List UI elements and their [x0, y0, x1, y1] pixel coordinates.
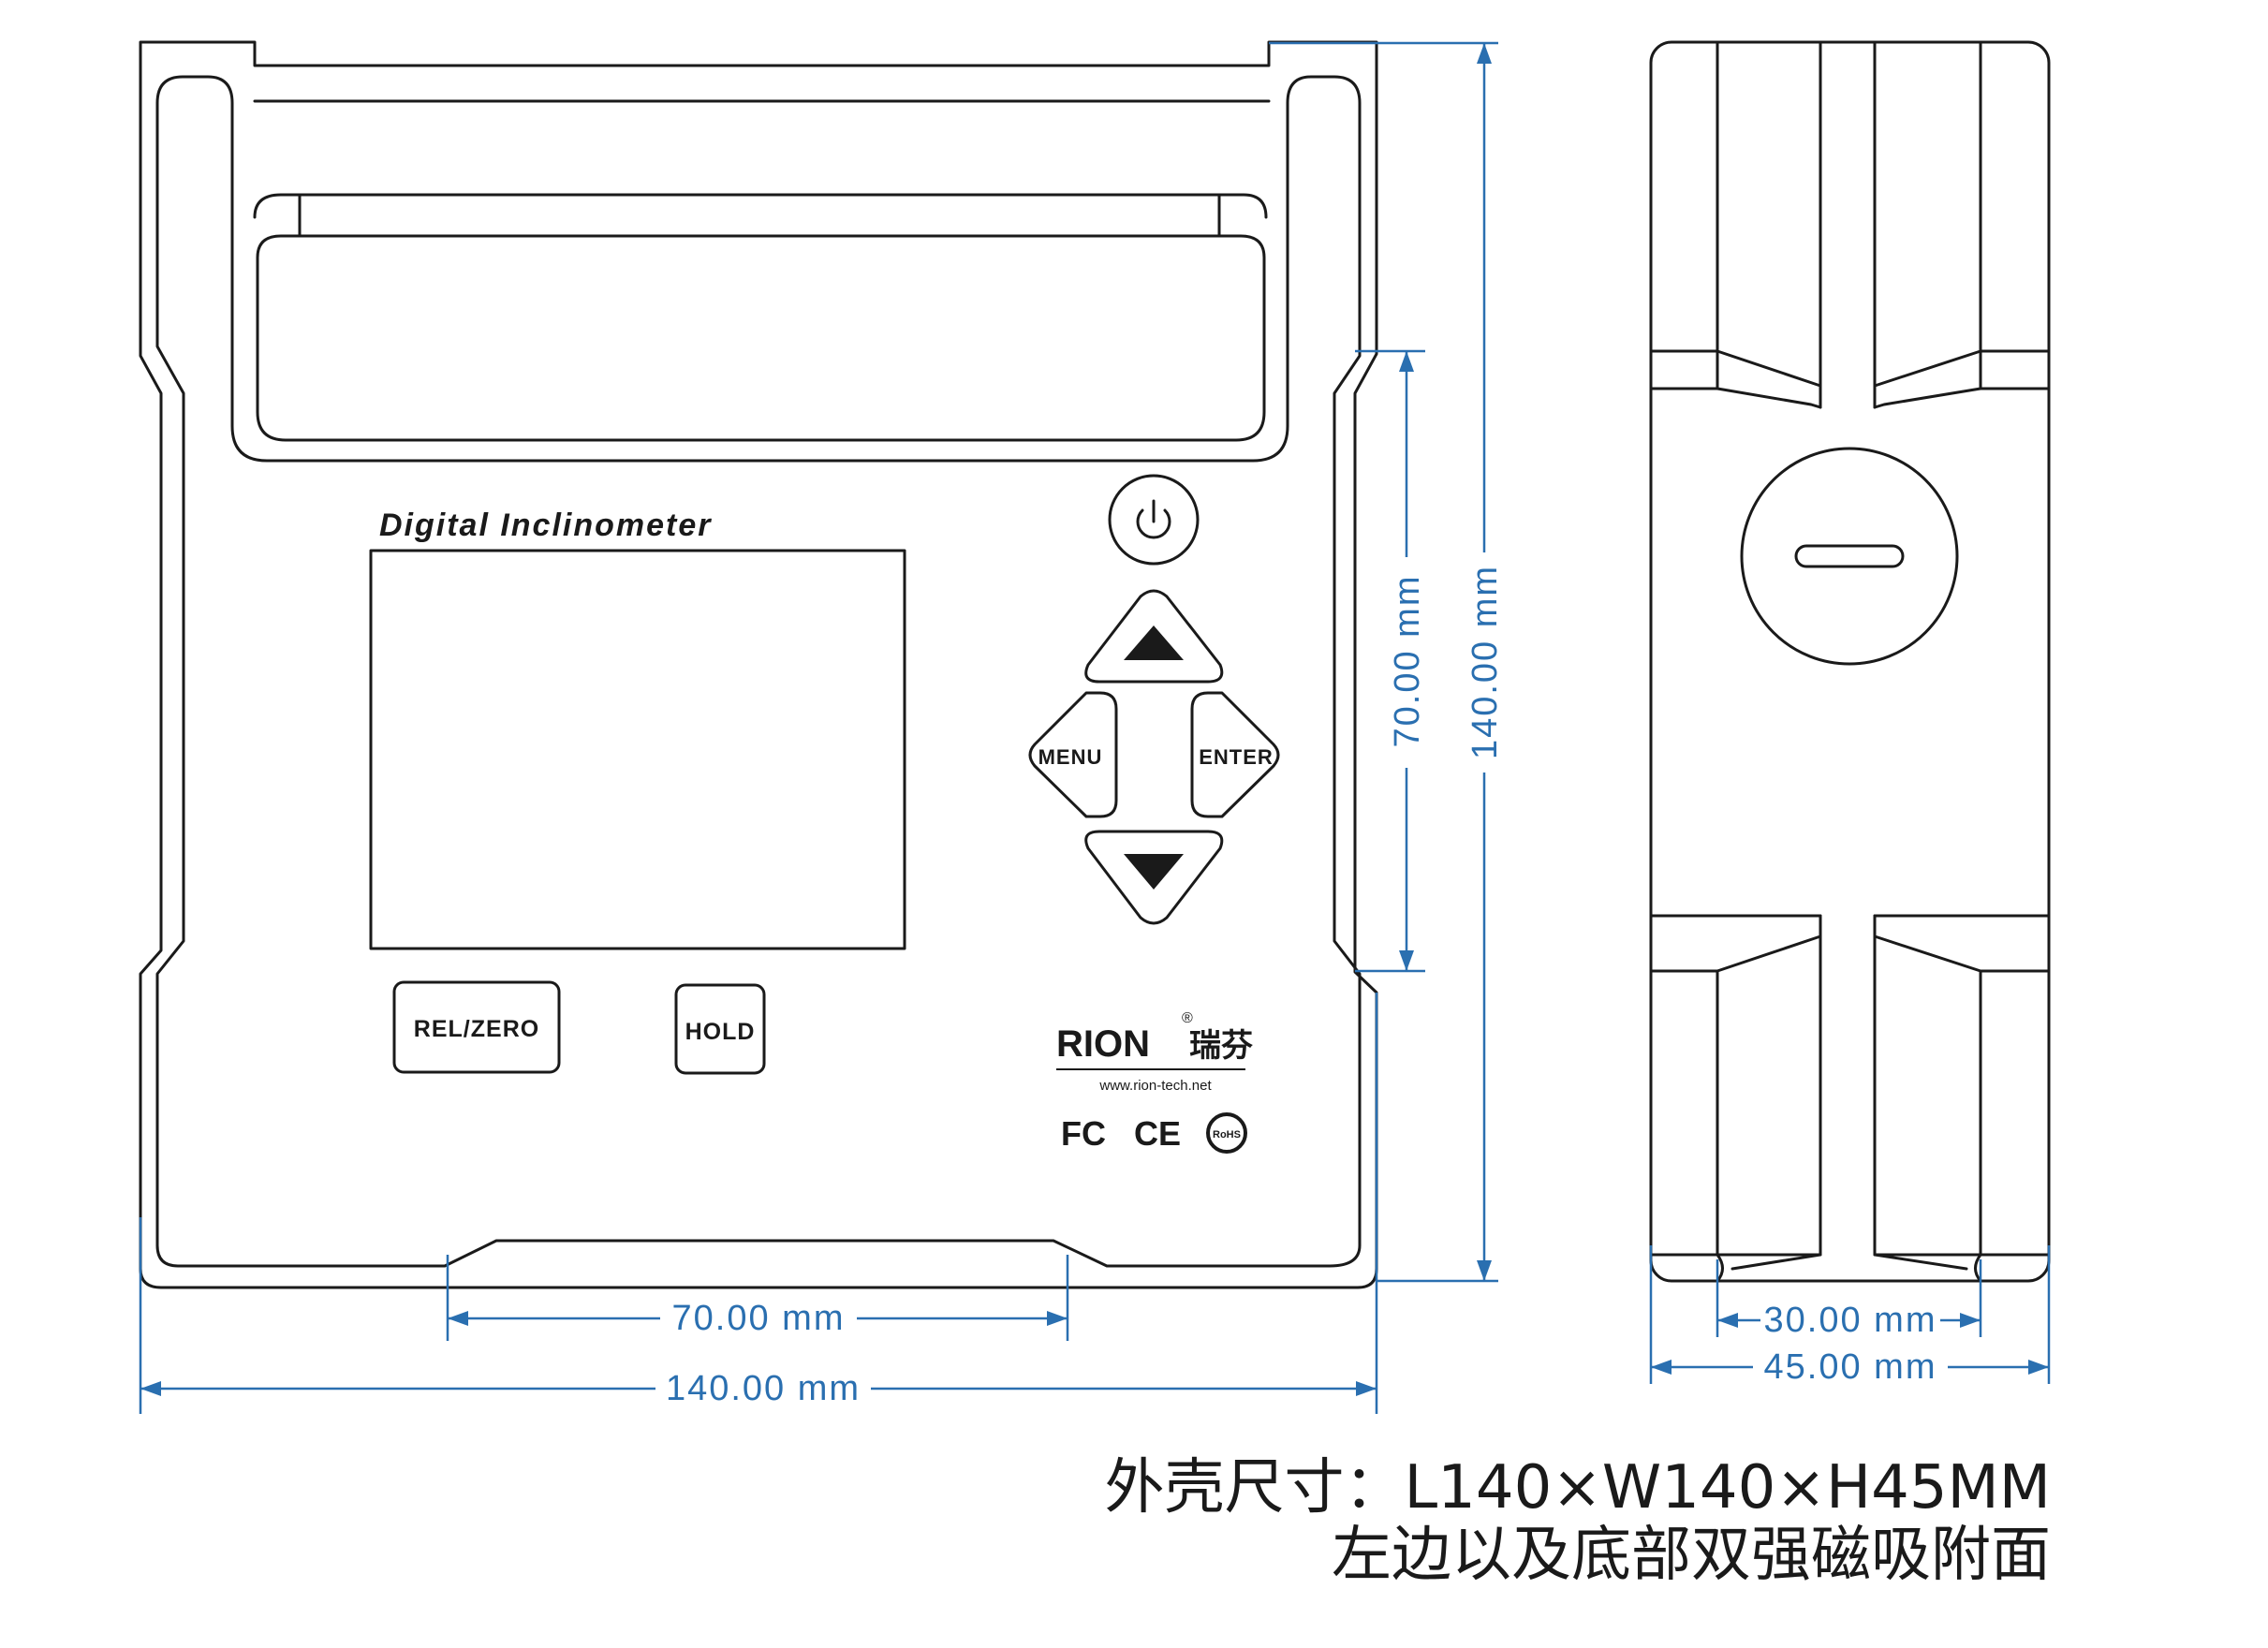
- front-dimensions: 70.00 mm 140.00 mm 70.00 mm 140.00 mm: [139, 41, 1505, 1414]
- dim-front-notch: 70.00 mm: [672, 1299, 846, 1338]
- handle-grip: [256, 234, 1266, 442]
- battery-cap: [1740, 447, 1959, 666]
- dim-side-inner: 30.00 mm: [1764, 1301, 1937, 1340]
- dim-front-height: 140.00 mm: [1465, 565, 1505, 759]
- dim-front-partial-height: 70.00 mm: [1388, 575, 1427, 748]
- battery-cap-slot: [1794, 544, 1905, 568]
- side-view: [1649, 40, 2051, 1283]
- up-arrow-icon: [1124, 625, 1184, 660]
- down-button[interactable]: [1084, 830, 1224, 925]
- up-button[interactable]: [1084, 589, 1224, 684]
- front-view: Digital Inclinometer MENU ENTER: [139, 40, 1378, 1289]
- hold-button[interactable]: HOLD: [674, 983, 766, 1075]
- spec-note-dimensions: 外壳尺寸：L140×W140×H45MM: [1105, 1453, 2052, 1523]
- lcd-screen: [369, 549, 906, 950]
- front-outer-body: [139, 40, 1378, 1289]
- spec-notes: 外壳尺寸：L140×W140×H45MM 左边以及底部双强磁吸附面: [1105, 1453, 2052, 1590]
- certification-marks: FC CE RoHS: [1061, 1112, 1247, 1154]
- hold-label: HOLD: [685, 1019, 756, 1045]
- power-icon: [1136, 508, 1171, 539]
- power-button[interactable]: [1108, 474, 1200, 566]
- rohs-badge-icon: [1206, 1112, 1247, 1154]
- ce-mark: CE: [1134, 1114, 1181, 1153]
- brand-chinese-name: 瑞芬: [1189, 1027, 1253, 1065]
- menu-label: MENU: [1038, 745, 1103, 769]
- rel-zero-label: REL/ZERO: [414, 1016, 539, 1042]
- fcc-mark: FC: [1061, 1114, 1106, 1153]
- down-arrow-icon: [1124, 854, 1184, 890]
- enter-label: ENTER: [1199, 745, 1274, 769]
- brand-logo: RION ® 瑞芬 www.rion-tech.net: [1056, 1010, 1253, 1094]
- dim-front-width: 140.00 mm: [666, 1369, 861, 1408]
- side-outer-body: [1649, 40, 2051, 1283]
- registered-mark: ®: [1182, 1010, 1193, 1026]
- brand-website: www.rion-tech.net: [1098, 1078, 1212, 1094]
- side-dimensions: 30.00 mm 45.00 mm: [1649, 1245, 2051, 1387]
- logo-text: RION: [1056, 1023, 1150, 1065]
- front-inner-border: [155, 75, 1362, 1268]
- enter-button[interactable]: ENTER: [1190, 691, 1280, 818]
- dim-side-width: 45.00 mm: [1764, 1347, 1937, 1387]
- strap-arc: [253, 193, 1268, 219]
- rel-zero-button[interactable]: REL/ZERO: [392, 980, 561, 1074]
- spec-note-magnets: 左边以及底部双强磁吸附面: [1332, 1521, 2051, 1590]
- menu-button[interactable]: MENU: [1028, 691, 1118, 818]
- device-title: Digital Inclinometer: [379, 508, 713, 543]
- rohs-mark: RoHS: [1213, 1129, 1241, 1140]
